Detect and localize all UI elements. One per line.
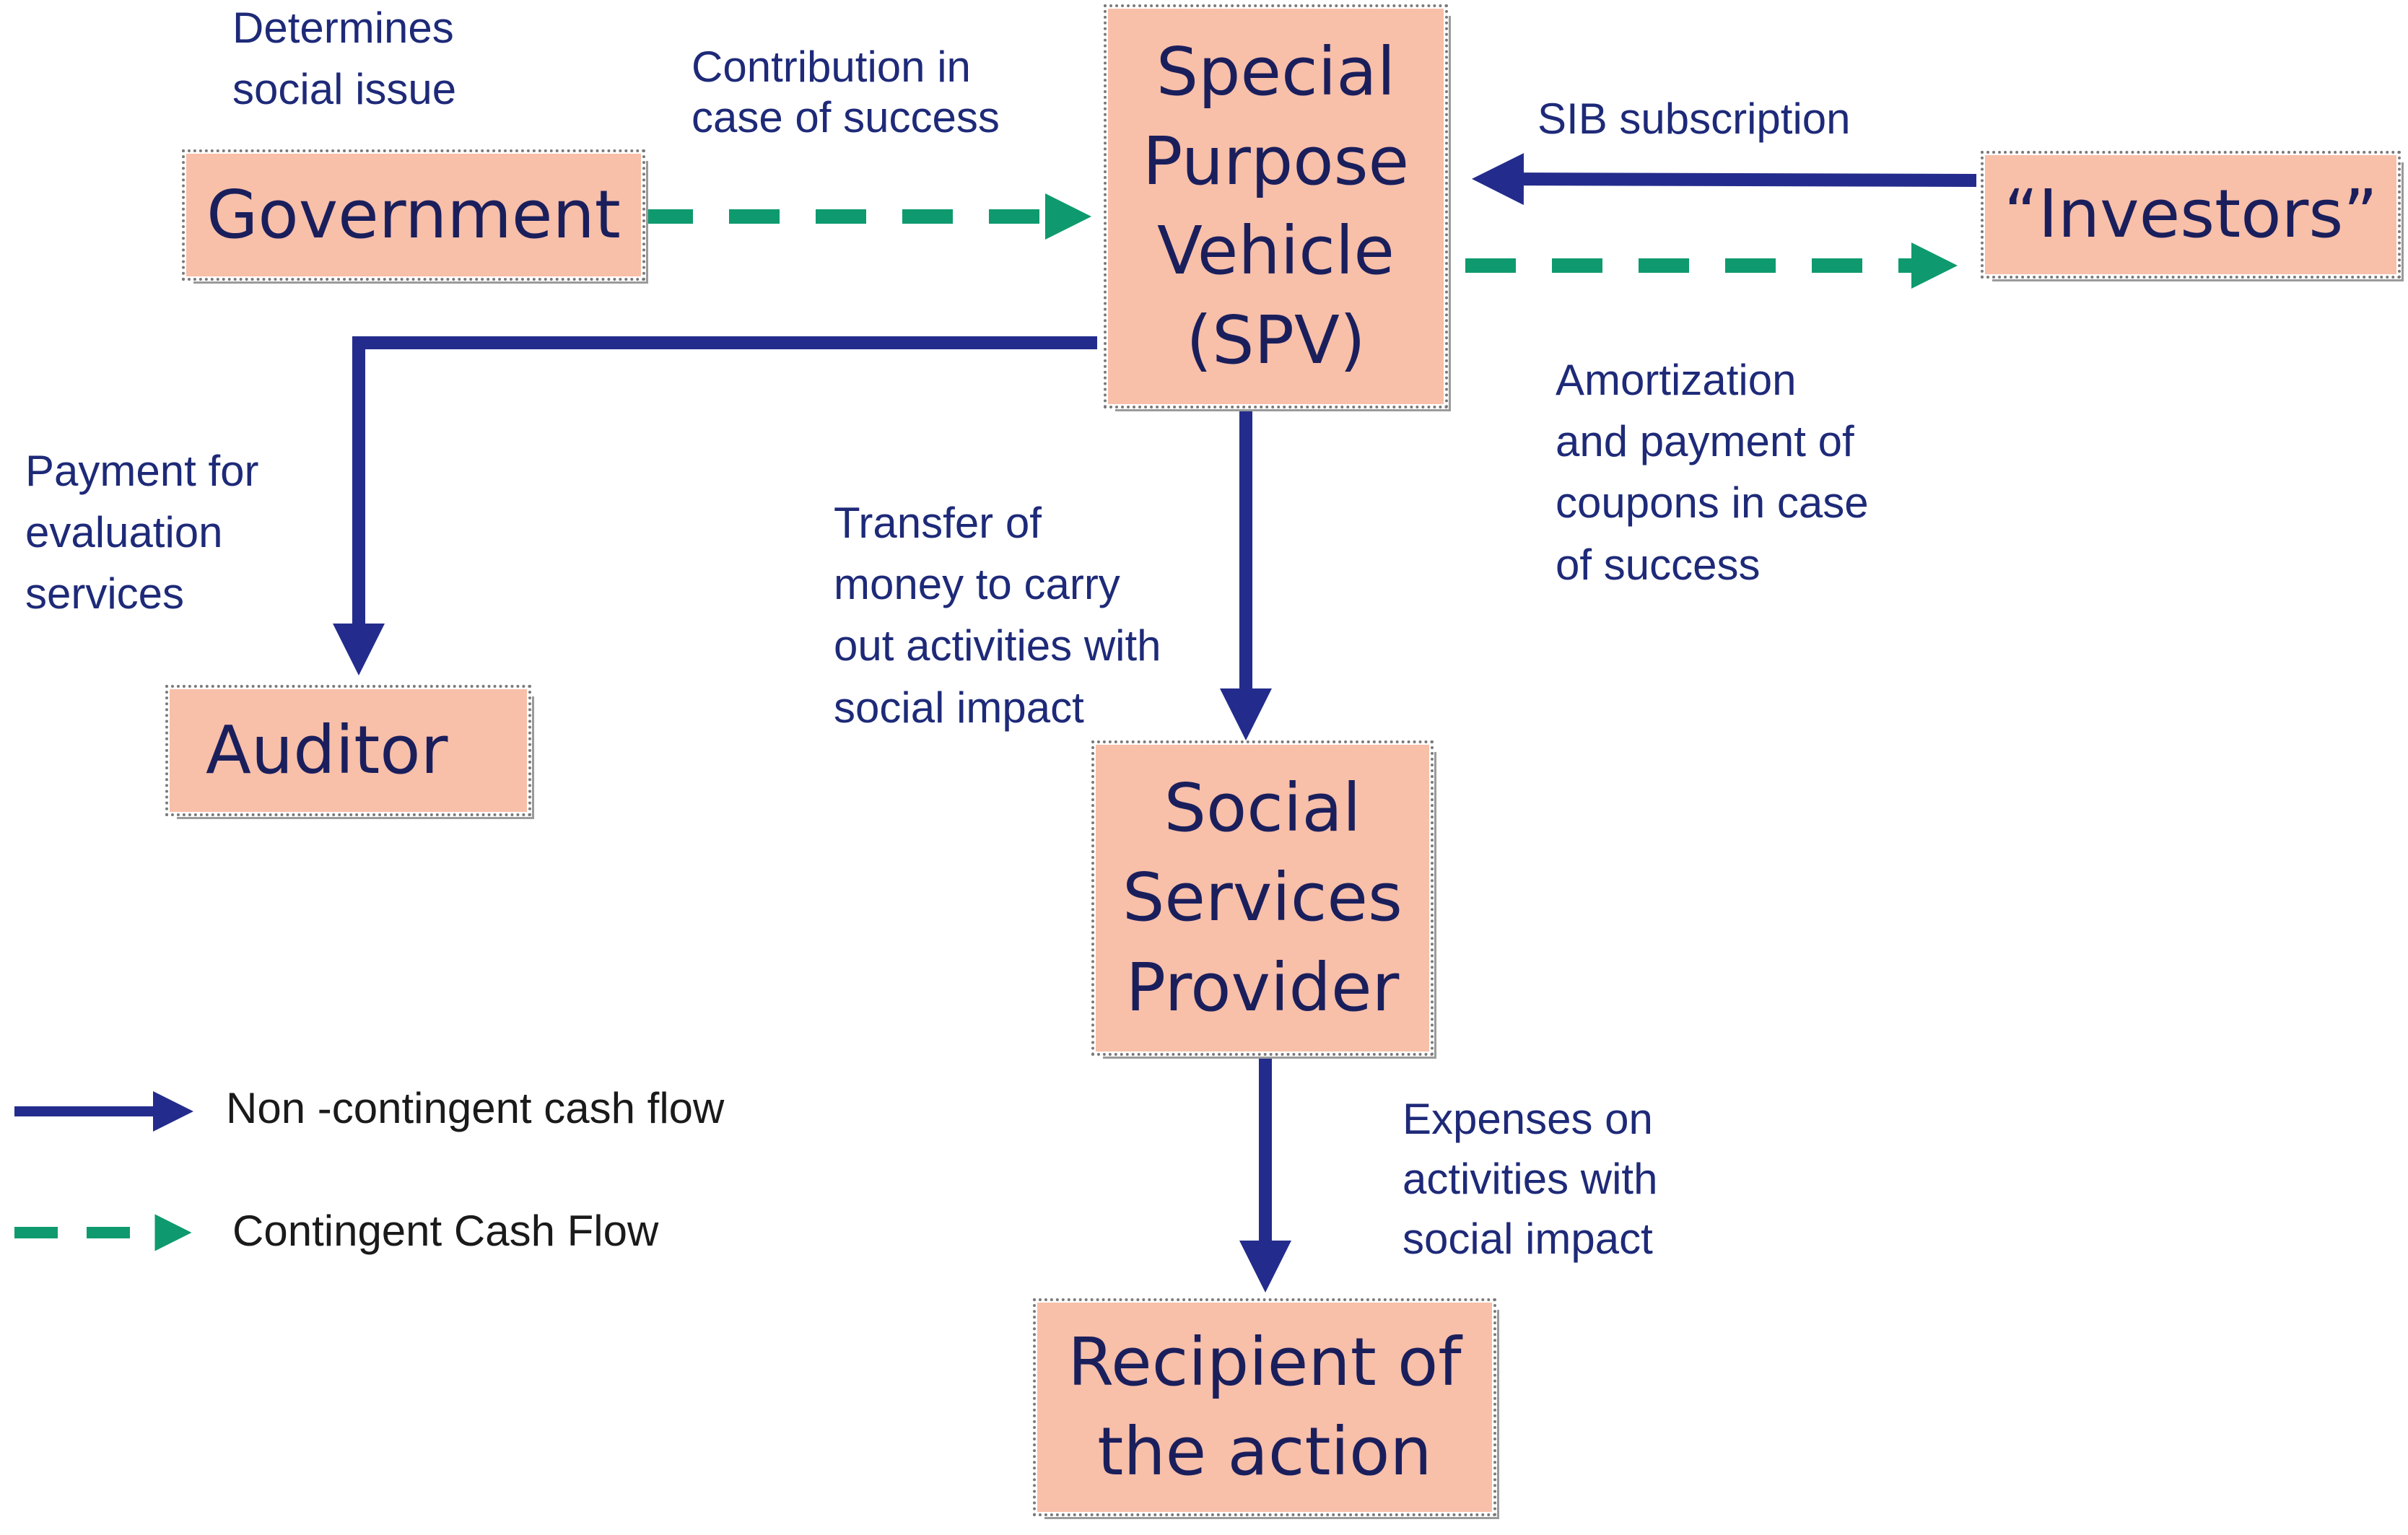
spv-label: Special Purpose Vehicle (SPV) xyxy=(1142,32,1410,380)
legend-non-contingent-label: Non -contingent cash flow xyxy=(226,1084,725,1132)
auditor-box: Auditor xyxy=(165,685,531,816)
investors-box: “Investors” xyxy=(1981,151,2401,279)
contribution-label: Contribution in case of success xyxy=(692,43,1000,142)
arrow-spv-to-auditor xyxy=(333,336,1097,675)
transfer-money-label: Transfer of money to carry out activitie… xyxy=(834,499,1161,732)
expenses-label: Expenses on activities with social impac… xyxy=(1403,1095,1658,1263)
payment-evaluation-label: Payment for evaluation services xyxy=(25,447,259,618)
government-box: Government xyxy=(182,149,645,281)
investors-label: “Investors” xyxy=(2004,175,2378,253)
arrow-investors-to-spv xyxy=(1472,153,1977,206)
amortization-label: Amortization and payment of coupons in c… xyxy=(1556,356,1869,589)
recipient-box: Recipient of the action xyxy=(1033,1298,1496,1516)
social-services-provider-box: Social Services Provider xyxy=(1091,740,1434,1056)
spv-box: Special Purpose Vehicle (SPV) xyxy=(1104,4,1448,408)
legend-contingent-label: Contingent Cash Flow xyxy=(232,1207,659,1255)
social-services-provider-label: Social Services Provider xyxy=(1122,769,1403,1026)
government-label: Government xyxy=(206,175,621,253)
recipient-label: Recipient of the action xyxy=(1068,1323,1462,1490)
determines-social-issue-label: Determines social issue xyxy=(232,4,457,114)
auditor-label: Auditor xyxy=(206,711,448,789)
sib-subscription-label: SIB subscription xyxy=(1537,95,1851,143)
